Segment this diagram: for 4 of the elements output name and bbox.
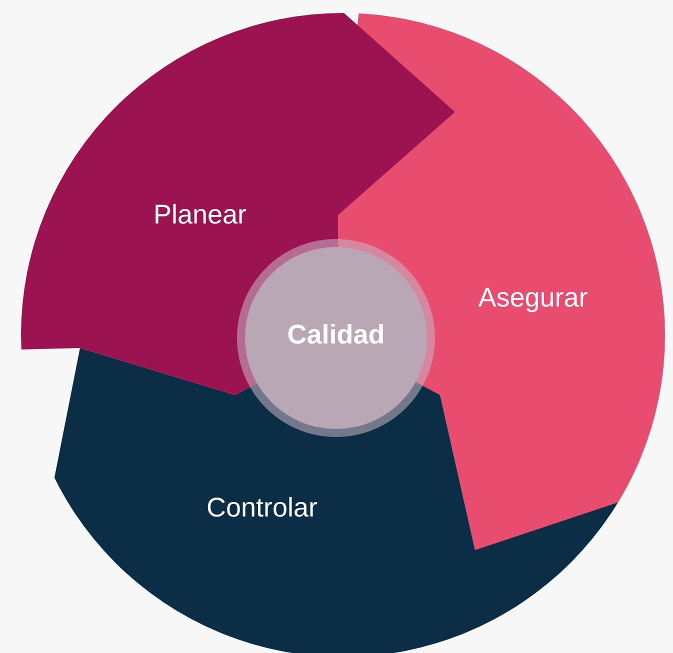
segment-label: Planear [153, 200, 247, 230]
segment-label: Asegurar [478, 282, 588, 314]
center-label: Calidad [287, 320, 385, 350]
segment-label: Controlar [206, 492, 318, 524]
